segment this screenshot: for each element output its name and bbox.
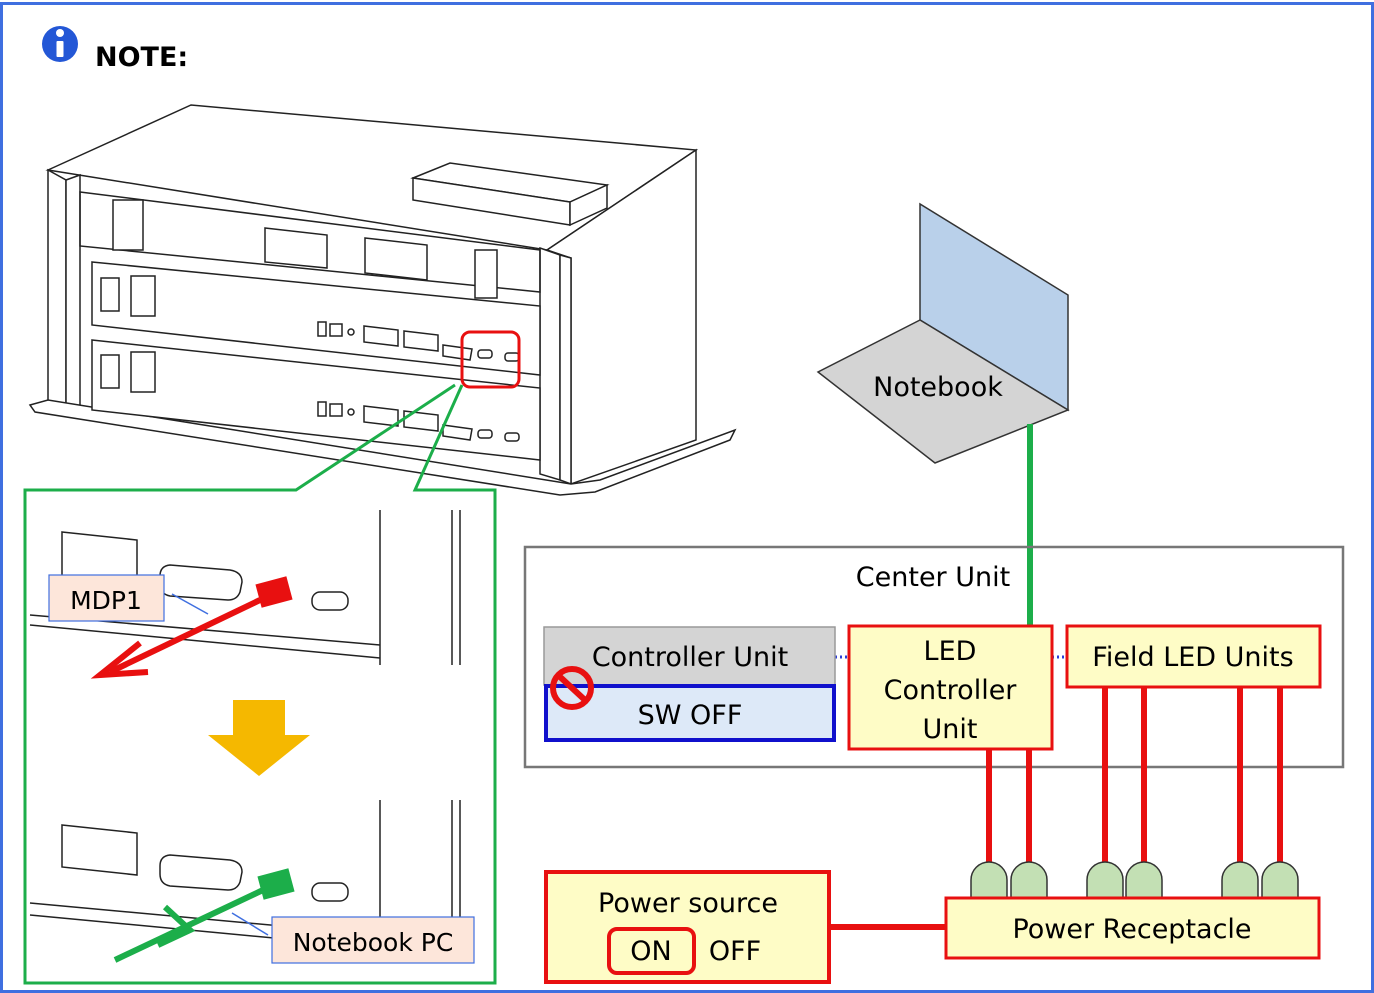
note-title: NOTE: xyxy=(95,42,188,73)
power-receptacle-label: Power Receptacle xyxy=(1012,914,1251,945)
power-on-highlight xyxy=(607,927,696,975)
sw-off-label: SW OFF xyxy=(638,700,743,731)
zoom-detail-before xyxy=(29,510,461,665)
center-unit-box xyxy=(523,545,1345,769)
notebook-pc-label: Notebook PC xyxy=(293,928,454,957)
unplug-arrow xyxy=(108,597,262,675)
power-source-label: Power source xyxy=(598,888,778,919)
device-cabinet-illustration xyxy=(28,104,737,496)
power-off-label: OFF xyxy=(709,936,761,967)
port-highlight xyxy=(460,330,521,389)
field-led-units-label: Field LED Units xyxy=(1092,642,1293,673)
power-on-label: ON xyxy=(630,936,671,967)
led-controller-line2: Controller xyxy=(884,675,1018,706)
receptacle-plugs xyxy=(970,861,1299,899)
notebook-pc-label-box xyxy=(271,916,475,964)
notebook-label: Notebook xyxy=(873,372,1003,403)
field-led-units-box xyxy=(1065,624,1322,689)
arrow-down-icon xyxy=(208,700,310,776)
notebook-laptop-icon xyxy=(816,202,1070,464)
power-source-box xyxy=(544,870,831,984)
led-controller-line1: LED xyxy=(924,636,977,667)
zoom-callout xyxy=(23,383,497,985)
power-receptacle-box xyxy=(944,896,1321,960)
mdp1-label-box xyxy=(48,574,165,622)
power-lines xyxy=(829,687,1283,930)
led-controller-unit-box xyxy=(847,624,1054,751)
notebook-cable-plug xyxy=(257,868,295,900)
info-icon xyxy=(42,26,78,62)
led-controller-line3: Unit xyxy=(923,714,978,745)
controller-unit-label: Controller Unit xyxy=(592,642,788,673)
controller-unit-box xyxy=(543,626,836,686)
plug-in-arrow xyxy=(113,887,265,963)
prohibited-icon xyxy=(550,666,594,710)
mdp1-label: MDP1 xyxy=(70,586,142,615)
sw-off-box xyxy=(544,684,836,742)
mdp-cable-plug xyxy=(255,576,293,608)
center-unit-label: Center Unit xyxy=(856,562,1010,593)
